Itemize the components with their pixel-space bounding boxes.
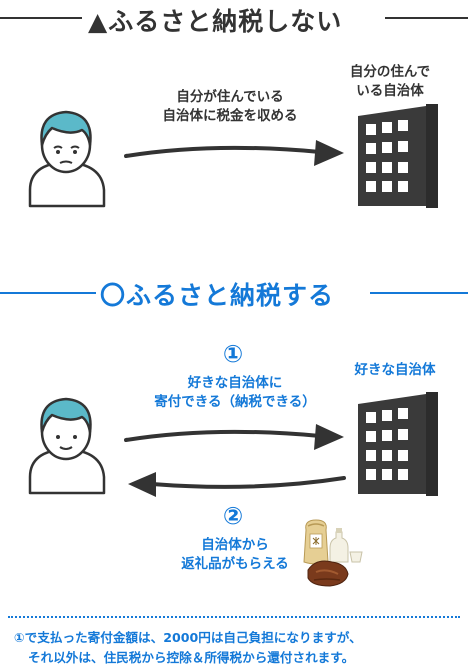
note-line2: それ以外は、住民税から控除＆所得税から還付されます。 [28, 650, 355, 665]
person-icon [28, 110, 106, 208]
building-label-bad: 自分の住んで いる自治体 [340, 63, 440, 101]
note: ①で支払った寄付金額は、2000円は自己負担になりますが、 それ以外は、住民税か… [14, 628, 362, 668]
section-bad-divider-right [385, 17, 468, 19]
step1-label: 好きな自治体に 寄付できる（納税できる） [120, 374, 350, 412]
arrow-label-bad: 自分が住んでいる 自治体に税金を収める [150, 88, 310, 126]
step1-label-line2: 寄付できる（納税できる） [154, 394, 316, 410]
gift-icon [303, 519, 363, 587]
step1-number: ① [222, 340, 244, 368]
section-bad-title: ▲ふるさと納税しない [88, 7, 343, 36]
building-icon [358, 392, 438, 496]
arrow-left-icon [128, 472, 346, 497]
arrow-label-bad-line1: 自分が住んでいる [176, 89, 284, 105]
arrow-right-icon [124, 424, 344, 450]
person-icon [28, 397, 106, 495]
building-label-bad-line2: いる自治体 [356, 83, 424, 99]
step1-label-line1: 好きな自治体に [187, 375, 283, 391]
section-good-divider-left [0, 292, 96, 294]
step2-label: 自治体から 返礼品がもらえる [150, 536, 320, 574]
section-good-title: 〇ふるさと納税する [100, 281, 335, 310]
step2-number: ② [222, 502, 244, 530]
step2-label-line1: 自治体から [201, 537, 269, 553]
note-line1: ①で支払った寄付金額は、2000円は自己負担になりますが、 [14, 630, 362, 645]
building-icon [358, 104, 438, 208]
arrow-label-bad-line2: 自治体に税金を収める [162, 108, 298, 124]
note-divider [8, 616, 460, 618]
building-label-bad-line1: 自分の住んで [349, 64, 431, 80]
building-label-good: 好きな自治体 [354, 362, 436, 378]
section-bad-divider-left [0, 17, 82, 19]
arrow-right-icon [124, 140, 344, 166]
step2-label-line2: 返礼品がもらえる [181, 556, 289, 572]
section-good-divider-right [370, 292, 468, 294]
